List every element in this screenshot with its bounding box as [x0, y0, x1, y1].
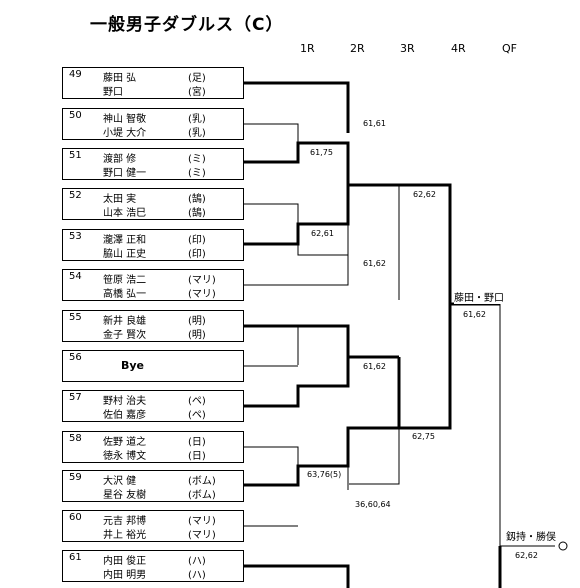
match-score: 62,61 [311, 229, 334, 238]
match-score: 62,75 [412, 432, 435, 441]
player-name: 神山 智敬 [103, 114, 147, 125]
entry-number: 53 [69, 231, 82, 242]
match-score: 62,62 [413, 190, 436, 199]
entry-57: 57 野村 治夫 (ペ) 佐伯 嘉彦 (ペ) [62, 390, 244, 422]
match-score: 61,62 [463, 310, 486, 319]
entry-number: 49 [69, 69, 82, 80]
player-club: (ミ) [188, 168, 206, 179]
player-club: (マリ) [188, 516, 216, 527]
entry-51: 51 渡部 修 (ミ) 野口 健一 (ミ) [62, 148, 244, 180]
match-score: 61,61 [363, 119, 386, 128]
match-score: 63,76(5) [307, 470, 342, 479]
player-name: 渡部 修 [103, 154, 137, 165]
player-club: (印) [188, 249, 206, 260]
entry-number: 51 [69, 150, 82, 161]
player-club: (ボム) [188, 476, 216, 487]
player-name: 井上 裕光 [103, 530, 147, 541]
player-name: 瀧澤 正和 [103, 235, 147, 246]
player-club: (鵠) [188, 194, 206, 205]
entry-56-bye: 56 Bye [62, 350, 244, 382]
player-club: (日) [188, 437, 206, 448]
round-label-2r: 2R [350, 42, 365, 55]
player-name: 金子 賢次 [103, 330, 147, 341]
player-club: (ボム) [188, 490, 216, 501]
bracket-continue-marker [558, 541, 568, 551]
entry-number: 50 [69, 110, 82, 121]
player-club: (マリ) [188, 289, 216, 300]
player-club: (足) [188, 73, 206, 84]
player-name: 佐野 道之 [103, 437, 147, 448]
player-club: (鵠) [188, 208, 206, 219]
match-score: 61,62 [363, 362, 386, 371]
player-name: 元吉 邦博 [103, 516, 147, 527]
player-name: 脇山 正史 [103, 249, 147, 260]
winner-name: 藤田・野口 [454, 289, 504, 304]
entry-50: 50 神山 智敬 (乳) 小堤 大介 (乳) [62, 108, 244, 140]
player-club: (ミ) [188, 154, 206, 165]
entry-number: 58 [69, 433, 82, 444]
player-club: (ハ) [188, 570, 206, 581]
entry-49: 49 藤田 弘 (足) 野口 (宮) [62, 67, 244, 99]
player-name: 大沢 健 [103, 476, 137, 487]
entry-55: 55 新井 良雄 (明) 金子 賢次 (明) [62, 310, 244, 342]
player-club: (明) [188, 330, 206, 341]
player-club: (明) [188, 316, 206, 327]
player-club: (乳) [188, 114, 206, 125]
player-name: 内田 俊正 [103, 556, 147, 567]
player-name: 野口 [103, 87, 123, 98]
round-label-3r: 3R [400, 42, 415, 55]
player-club: (印) [188, 235, 206, 246]
player-club: (ペ) [188, 396, 206, 407]
match-score: 61,75 [310, 148, 333, 157]
winner-name: 釼持・勝俣 [506, 528, 556, 543]
entry-53: 53 瀧澤 正和 (印) 脇山 正史 (印) [62, 229, 244, 261]
player-name: 内田 明男 [103, 570, 147, 581]
player-club: (マリ) [188, 530, 216, 541]
player-club: (乳) [188, 128, 206, 139]
entry-number: 52 [69, 190, 82, 201]
entry-number: 60 [69, 512, 82, 523]
player-name: 山本 浩巳 [103, 208, 147, 219]
player-name: 笹原 浩二 [103, 275, 147, 286]
player-club: (日) [188, 451, 206, 462]
entry-number: 57 [69, 392, 82, 403]
match-score: 62,62 [515, 551, 538, 560]
player-name: 野口 健一 [103, 168, 147, 179]
entry-61: 61 内田 俊正 (ハ) 内田 明男 (ハ) [62, 550, 244, 582]
entry-number: 54 [69, 271, 82, 282]
bye-label: Bye [121, 359, 145, 372]
player-club: (ハ) [188, 556, 206, 567]
player-name: 太田 実 [103, 194, 137, 205]
round-label-4r: 4R [451, 42, 466, 55]
player-name: 徳永 博文 [103, 451, 147, 462]
entry-52: 52 太田 実 (鵠) 山本 浩巳 (鵠) [62, 188, 244, 220]
player-name: 藤田 弘 [103, 73, 137, 84]
entry-54: 54 笹原 浩二 (マリ) 高橋 弘一 (マリ) [62, 269, 244, 301]
player-name: 高橋 弘一 [103, 289, 147, 300]
entry-number: 55 [69, 312, 82, 323]
player-name: 新井 良雄 [103, 316, 147, 327]
round-label-1r: 1R [300, 42, 315, 55]
match-score: 61,62 [363, 259, 386, 268]
player-club: (宮) [188, 87, 206, 98]
round-label-qf: QF [502, 42, 517, 55]
entry-58: 58 佐野 道之 (日) 徳永 博文 (日) [62, 431, 244, 463]
player-club: (マリ) [188, 275, 216, 286]
entry-number: 56 [69, 352, 82, 363]
player-name: 星谷 友樹 [103, 490, 147, 501]
page-title: 一般男子ダブルス（C） [90, 15, 284, 35]
entry-number: 61 [69, 552, 82, 563]
player-club: (ペ) [188, 410, 206, 421]
player-name: 小堤 大介 [103, 128, 147, 139]
entry-60: 60 元吉 邦博 (マリ) 井上 裕光 (マリ) [62, 510, 244, 542]
player-name: 野村 治夫 [103, 396, 147, 407]
entry-number: 59 [69, 472, 82, 483]
entry-59: 59 大沢 健 (ボム) 星谷 友樹 (ボム) [62, 470, 244, 502]
player-name: 佐伯 嘉彦 [103, 410, 147, 421]
match-score: 36,60,64 [355, 500, 391, 509]
